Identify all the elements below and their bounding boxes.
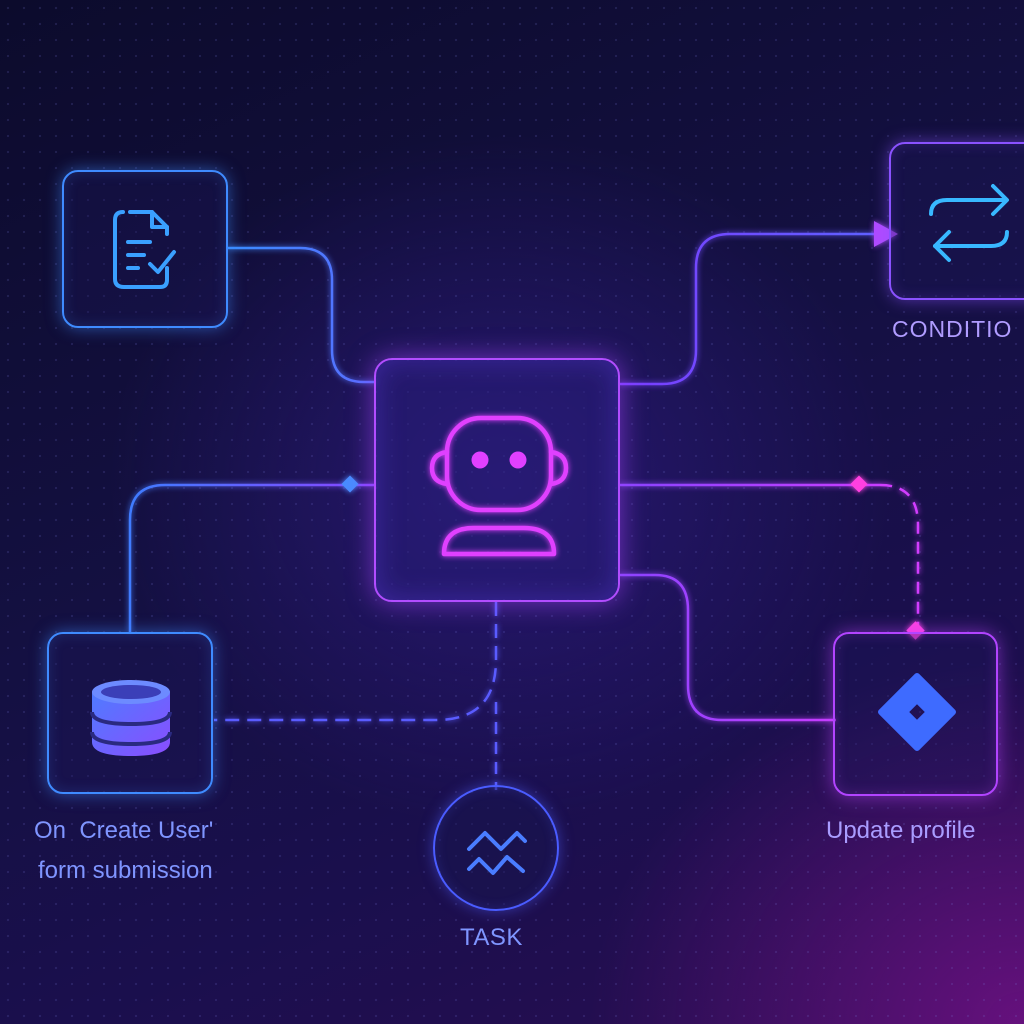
database-label-line1: On Create User' (34, 817, 214, 844)
wire-right-dashed-down (879, 483, 920, 628)
database-node[interactable] (47, 632, 213, 794)
junction-diamond-right (850, 475, 868, 493)
robot-icon (429, 415, 569, 557)
document-check-icon (113, 210, 176, 289)
update-node[interactable] (833, 632, 998, 796)
update-label: Update profile (826, 817, 976, 844)
condition-node[interactable] (889, 142, 1024, 300)
agent-node[interactable] (374, 358, 620, 602)
junction-diamond-left (341, 475, 359, 493)
database-label-line2: form submission (38, 857, 213, 884)
arrowhead-condition (874, 221, 898, 247)
wire-agent-to-condition (620, 232, 878, 386)
wire-form-to-agent (228, 246, 376, 384)
wire-agent-to-update (620, 573, 836, 722)
pulse-icon (467, 831, 527, 875)
form-node[interactable] (62, 170, 228, 328)
wire-agent-to-task (214, 602, 498, 722)
diamond-icon (878, 673, 956, 751)
task-label: TASK (460, 924, 523, 951)
database-icon (90, 680, 172, 756)
swap-arrows-icon (929, 184, 1009, 262)
task-node[interactable] (433, 785, 559, 911)
junction-diamond-update (906, 621, 925, 640)
condition-label: CONDITIO (892, 316, 1013, 342)
wire-database-to-agent (128, 483, 376, 632)
